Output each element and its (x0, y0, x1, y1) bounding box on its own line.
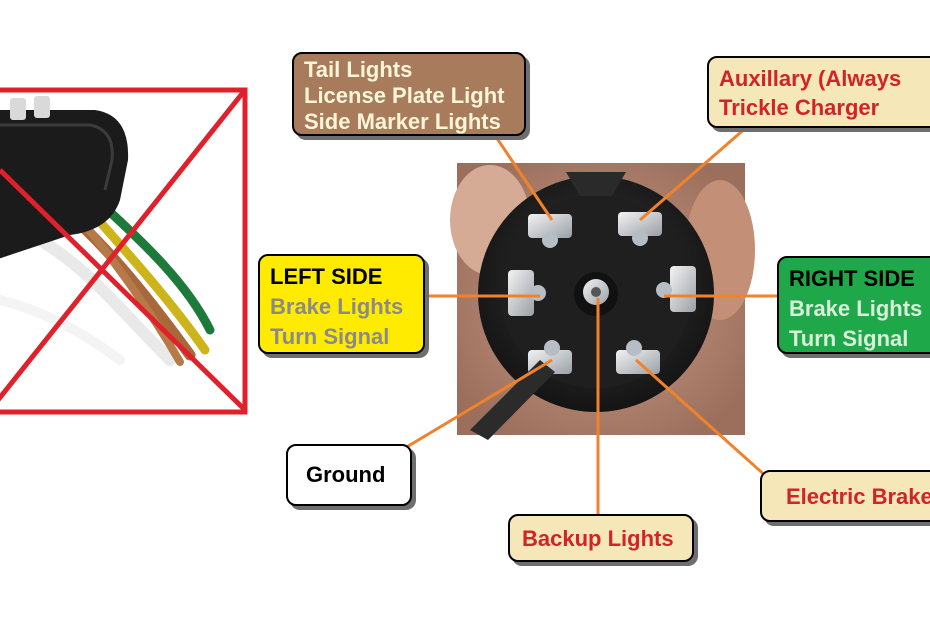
terminal-top-left (528, 214, 572, 248)
callout-electric-brake: Electric Brake (760, 470, 930, 522)
leader-line-ground (404, 358, 553, 450)
callout-line: Side Marker Lights (304, 109, 501, 134)
callout-ground: Ground (286, 444, 412, 506)
cross-line (0, 168, 247, 412)
callout-line: Brake Lights (789, 296, 923, 321)
callout-title: RIGHT SIDE (789, 266, 915, 291)
terminal-center (574, 272, 618, 316)
callout-right-side: RIGHT SIDE Brake Lights Turn Signal (777, 256, 930, 354)
socket-key-notch (566, 172, 626, 196)
seven-way-socket-photo (450, 163, 755, 440)
callout-line: Brake Lights (270, 294, 404, 319)
callout-left-side: LEFT SIDE Brake Lights Turn Signal (258, 254, 425, 354)
callout-title: LEFT SIDE (270, 264, 383, 289)
leader-line-tail (492, 133, 554, 221)
callout-line: Ground (306, 462, 386, 487)
white-wire-2 (0, 295, 125, 365)
connector-body (0, 110, 129, 259)
leader-line-brake (635, 358, 769, 480)
terminal-top-right (618, 212, 662, 246)
cross-line (0, 88, 247, 402)
terminal-right (656, 266, 696, 312)
callout-tail-lights: Tail Lights License Plate Light Side Mar… (292, 52, 526, 136)
callout-line: Turn Signal (789, 326, 909, 351)
callout-line: Auxillary (Always (719, 66, 902, 91)
screwdriver (470, 360, 555, 440)
leader-lines (404, 124, 778, 516)
callout-line: Trickle Charger (719, 95, 880, 120)
callout-line: Tail Lights (304, 57, 413, 82)
leader-line-aux (639, 124, 749, 222)
connector-pin (10, 98, 26, 120)
callout-backup-lights: Backup Lights (508, 514, 694, 562)
callout-line: Backup Lights (522, 526, 674, 551)
four-pin-connector-photo (0, 87, 248, 415)
crossed-out-box (0, 87, 248, 415)
callout-line: Electric Brake (786, 484, 930, 509)
connector-highlight (0, 123, 114, 191)
connector-pin (34, 96, 50, 118)
callout-auxiliary: Auxillary (Always Trickle Charger (707, 56, 930, 128)
white-wire (34, 234, 176, 366)
callout-line: License Plate Light (304, 83, 505, 108)
callout-line: Turn Signal (270, 324, 390, 349)
